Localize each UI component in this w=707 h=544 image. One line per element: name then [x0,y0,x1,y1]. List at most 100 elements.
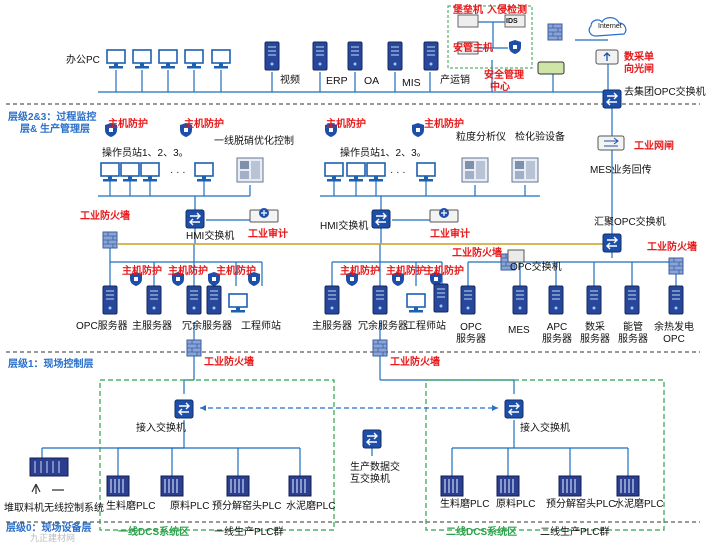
waste-heat-firewall-icon [668,257,684,275]
line2-plc-icons [440,475,640,497]
unidirectional-gateway-label: 数采单向光闸 [624,52,654,76]
bastion-label: 堡垒机 [453,5,483,16]
line2-firewall-label: 工业防火墙 [452,248,502,259]
apc-line-2: 服务器 [542,334,572,345]
waste-heat-line-2: OPC [663,334,685,345]
office-pc-icons [106,49,231,70]
internet-cloud-icon [588,17,627,37]
granularity-analyzer-label: 粒度分析仪 [456,132,506,143]
opc-line-2: 服务器 [456,334,486,345]
apc-line-1: APC [546,322,568,333]
data-line-1: 数采 [585,322,605,333]
line2-server-icons [324,272,684,315]
line2-plc-2: 原料PLC [496,499,536,510]
central-switch-label: 生产数据交互交换机 [350,462,400,486]
waste-heat-line-1: 余热发电 [654,322,694,333]
line1-dcs-label: 一线DCS系统区 [118,527,190,538]
watermark: 九正建材网 [30,533,76,543]
security-device-icons [457,14,526,55]
stacker-control-icon [29,457,69,477]
line1-access-switch-label: 接入交换机 [136,423,186,434]
central-line-2: 互交换机 [350,474,390,485]
line2-host-protect-2: 主机防护 [424,119,464,130]
oa-label: OA [364,75,380,87]
router-icon [537,61,565,75]
line1-hmi-label: HMI交换机 [186,231,235,242]
internet-firewall-icon [547,23,563,41]
line1-firewall-label: 工业防火墙 [80,211,130,222]
line1-plc-4: 水泥磨PLC [286,501,336,512]
mes-label: MES [508,325,530,336]
line1-firewall-icon [102,231,118,249]
security-mgmt-line-1: 安全管理 [484,70,524,81]
central-line-1: 生产数据交 [350,462,400,473]
line2-dcs-label: 二线DCS系统区 [446,527,518,538]
security-mgmt-center-label: 安全管理中心 [484,70,524,94]
line1-l1-firewall-icon [186,339,202,357]
industrial-gateway-label: 工业网闸 [634,141,674,152]
office-pc-label: 办公PC [66,55,100,66]
opc-line-1: OPC [460,322,482,333]
line2-main-server-label: 主服务器 [312,321,352,332]
line2-srv-protect-3: 主机防护 [424,266,464,277]
line1-optimization-label: 一线脱硝优化控制 [214,136,294,147]
line1-plc-1: 生料磨PLC [106,501,156,512]
unidir-line-1: 数采单 [624,52,654,63]
level-1-label: 层级1：现场控制层 [8,359,94,370]
line1-srv-protect-2: 主机防护 [168,266,208,277]
stacker-label: 堆取料机无线控制系统 [4,503,104,514]
line1-l1-firewall-label: 工业防火墙 [204,357,254,368]
dcs-area-line2 [425,379,665,531]
business-server-icons [264,41,439,71]
group-opc-switch-icon [602,89,622,109]
line1-srv-protect-3: 主机防护 [216,266,256,277]
energy-line-1: 能管 [623,322,643,333]
level-2-3-line-2: 层& 生产管理层 [20,124,90,135]
level-2-3-line-1: 层级2&3：过程监控 [8,112,97,123]
level-2-3-label: 层级2&3：过程监控层& 生产管理层 [8,112,96,136]
line1-host-protect-1: 主机防护 [108,119,148,130]
dcs-area-line1 [99,379,335,531]
waste-heat-firewall-label: 工业防火墙 [647,242,697,253]
line2-host-protect-1: 主机防护 [326,119,366,130]
data-line-2: 服务器 [580,334,610,345]
line2-opc-switch-icon [507,249,525,263]
line1-host-protect-2: 主机防护 [184,119,224,130]
antenna-icon [31,483,64,494]
internet-label: Internet [598,23,622,30]
line1-operator-label: 操作员站1、2、3。 [102,148,189,159]
ids-tag: IDS [506,18,518,25]
line1-audit-label: 工业审计 [248,229,288,240]
energy-server-label: 能管服务器 [618,322,648,346]
line2-l1-firewall-icon [372,339,388,357]
gateway-icon [597,135,625,151]
line2-plc-1: 生料磨PLC [440,499,490,510]
aggregation-opc-switch-icon [602,233,622,253]
line2-dots: · · · [390,167,406,178]
energy-line-2: 服务器 [618,334,648,345]
data-server-label: 数采服务器 [580,322,610,346]
line1-access-switch-icon [174,399,194,419]
line2-access-switch-icon [504,399,524,419]
aggregation-switch-label: 汇聚OPC交换机 [594,217,666,228]
line2-plc-group-label: 二线生产PLC群 [540,527,610,538]
line2-redundant-server-label: 冗余服务器 [358,321,408,332]
line2-audit-icon [429,207,459,223]
line2-opc-switch-label: OPC交换机 [510,262,562,273]
line1-audit-icon [249,207,279,223]
line2-srv-protect-1: 主机防护 [340,266,380,277]
line2-srv-protect-2: 主机防护 [386,266,426,277]
mis-label: MIS [402,77,421,89]
line2-l1-firewall-label: 工业防火墙 [390,357,440,368]
line2-plc-4: 水泥磨PLC [614,499,664,510]
line1-dots: · · · [170,167,186,178]
ids-label: 入侵检测 [487,5,527,16]
host-mgmt-label: 安管主机 [453,43,493,54]
line1-plc-2: 原料PLC [170,501,210,512]
ops-label: 产运销 [440,75,470,86]
line1-engineer-label: 工程师站 [241,321,281,332]
